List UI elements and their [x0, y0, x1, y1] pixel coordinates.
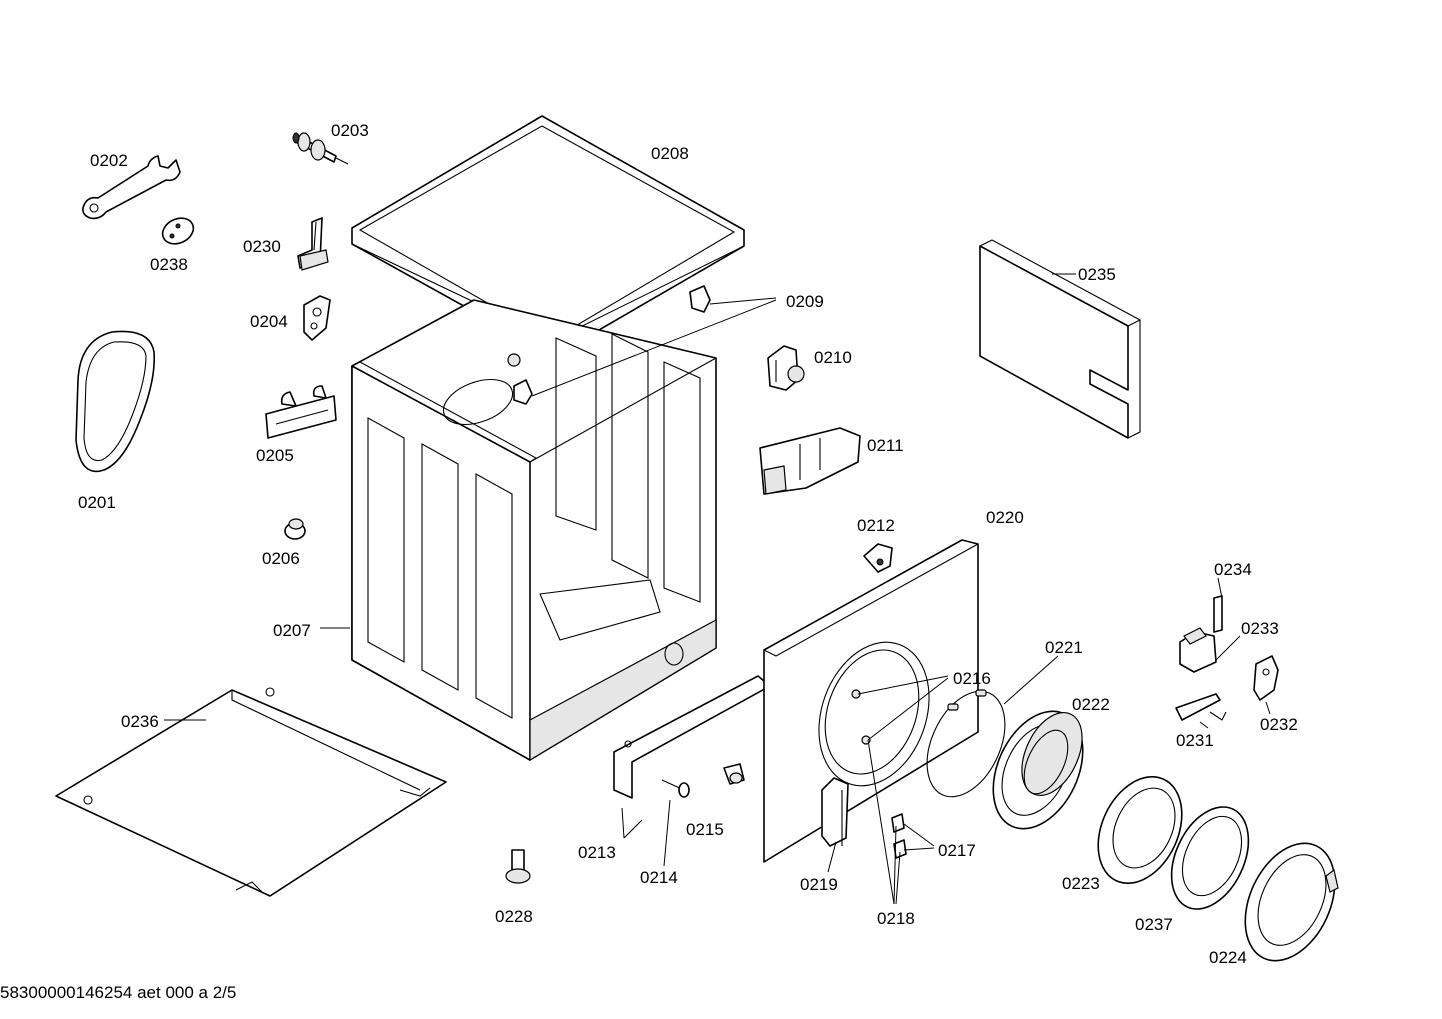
part-0207-cabinet — [351, 299, 717, 762]
label-0203: 0203 — [331, 121, 369, 140]
label-0205: 0205 — [256, 446, 294, 465]
label-0223: 0223 — [1062, 874, 1100, 893]
label-0218: 0218 — [877, 909, 915, 928]
part-0210-lock — [767, 345, 805, 391]
part-0228-foot — [505, 849, 531, 884]
part-0222-frame — [992, 710, 1084, 830]
label-0237: 0237 — [1135, 915, 1173, 934]
part-0232-bracket — [1253, 655, 1279, 701]
label-0207: 0207 — [273, 621, 311, 640]
part-0211-interlock — [759, 427, 861, 495]
part-0202-wrench — [82, 155, 181, 220]
part-0224-outer-ring — [1244, 842, 1339, 962]
label-0233: 0233 — [1241, 619, 1279, 638]
part-0214-pin — [661, 779, 690, 798]
part-0221-seal-ring — [926, 689, 1006, 798]
label-0211: 0211 — [867, 436, 904, 455]
part-0234-rod — [1213, 595, 1223, 633]
label-0235: 0235 — [1078, 265, 1116, 284]
label-0217: 0217 — [938, 841, 976, 860]
label-0202: 0202 — [90, 151, 128, 170]
label-0208: 0208 — [651, 144, 689, 163]
label-0214: 0214 — [640, 868, 678, 887]
document-reference: 58300000146254 aet 000 a 2/5 — [0, 983, 236, 1002]
label-0234: 0234 — [1214, 560, 1252, 579]
part-0238-cap — [161, 217, 195, 245]
label-0238: 0238 — [150, 255, 188, 274]
part-0237-inner-ring — [1170, 806, 1250, 910]
part-0231-spring — [1175, 693, 1227, 721]
label-0201: 0201 — [78, 493, 116, 512]
part-0203-bolt — [292, 132, 349, 165]
label-0215: 0215 — [686, 820, 724, 839]
part-0219-hinge — [821, 777, 849, 847]
label-0209: 0209 — [786, 292, 824, 311]
part-0205-clip-holder — [265, 385, 337, 439]
label-0231: 0231 — [1176, 731, 1214, 750]
label-0216: 0216 — [953, 669, 991, 688]
part-0212-latch — [863, 543, 893, 573]
part-0201-cover — [75, 330, 156, 473]
label-0222: 0222 — [1072, 695, 1110, 714]
part-0236-base-plate — [55, 687, 447, 897]
label-0236: 0236 — [121, 712, 159, 731]
part-0223-glass — [1097, 775, 1183, 885]
part-0213-strip — [613, 675, 771, 799]
part-0217-clips — [891, 813, 907, 859]
label-0221: 0221 — [1045, 638, 1083, 657]
label-0213: 0213 — [578, 843, 616, 862]
label-0206: 0206 — [262, 549, 300, 568]
part-0204-bracket — [303, 295, 331, 341]
label-0230: 0230 — [243, 237, 281, 256]
label-0204: 0204 — [250, 312, 288, 331]
part-0209-clips — [513, 285, 711, 405]
part-0220-front-panel — [763, 539, 979, 863]
label-0224: 0224 — [1209, 948, 1247, 967]
part-0233-handle — [1179, 627, 1217, 673]
label-0232: 0232 — [1260, 715, 1298, 734]
part-0206-foot — [284, 518, 306, 540]
part-0215-knob — [723, 763, 745, 785]
label-0220: 0220 — [986, 508, 1024, 527]
part-labels: 0201 0202 0203 0204 0205 0206 0207 0208 … — [78, 121, 1298, 967]
label-0212: 0212 — [857, 516, 895, 535]
part-0230-clip — [297, 217, 329, 271]
label-0228: 0228 — [495, 907, 533, 926]
label-0219: 0219 — [800, 875, 838, 894]
part-0235-panel — [979, 239, 1142, 439]
label-0210: 0210 — [814, 348, 852, 367]
leader-lines — [164, 273, 1271, 905]
